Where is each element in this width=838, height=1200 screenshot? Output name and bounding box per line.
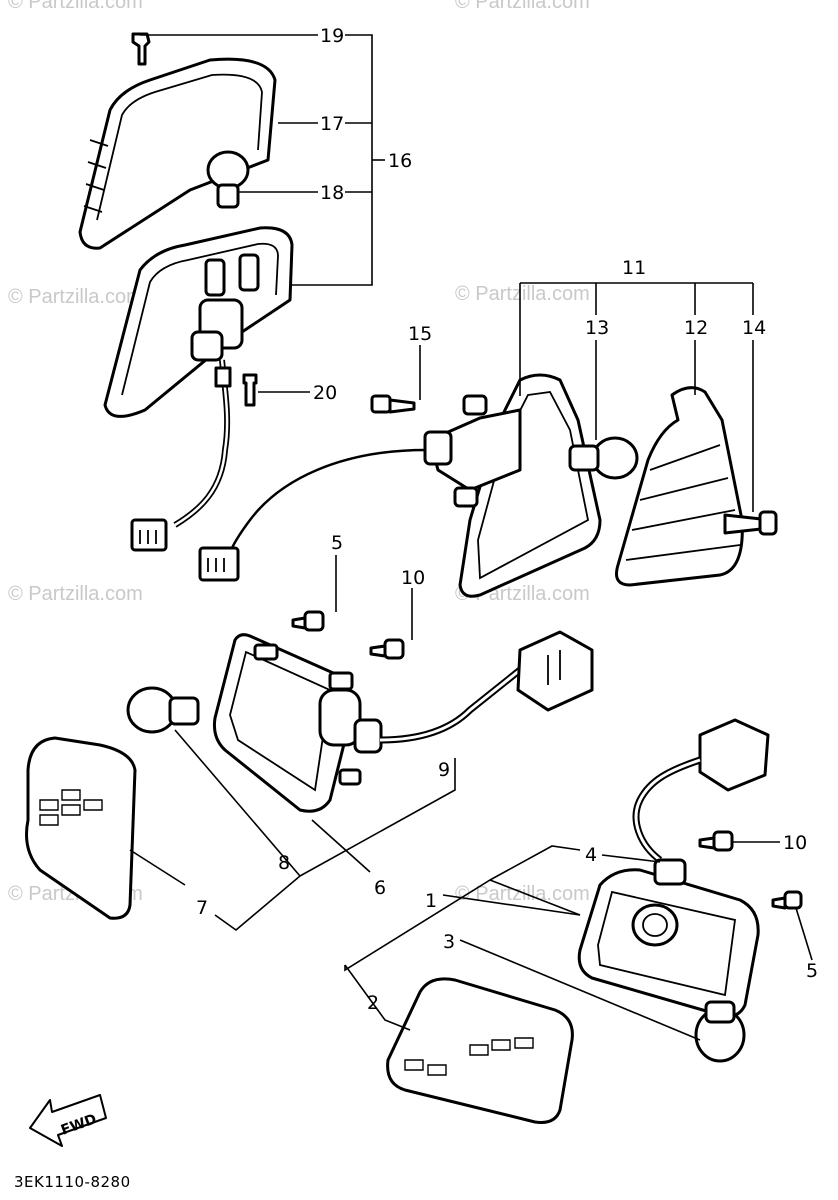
lens-12-drawing xyxy=(615,386,744,587)
front-flasher-assembly-left xyxy=(25,610,594,920)
label-6: 6 xyxy=(374,877,386,899)
label-14: 14 xyxy=(742,317,766,339)
watermark-3: © Partzilla.com xyxy=(8,583,143,605)
screw-19-drawing xyxy=(131,32,151,66)
label-17: 17 xyxy=(320,113,344,135)
label-10a: 10 xyxy=(401,567,425,589)
label-11: 11 xyxy=(622,257,646,279)
watermark-1: © Partzilla.com xyxy=(8,286,143,308)
lens-2-drawing xyxy=(386,977,574,1124)
watermark-7: © Partzilla.com xyxy=(8,0,143,13)
label-8: 8 xyxy=(278,852,290,874)
label-15: 15 xyxy=(408,323,432,345)
label-10b: 10 xyxy=(783,832,807,854)
label-2: 2 xyxy=(367,992,379,1014)
watermark-6: © Partzilla.com xyxy=(455,883,590,905)
label-16: 16 xyxy=(388,150,412,172)
label-20: 20 xyxy=(313,382,337,404)
label-7: 7 xyxy=(196,897,208,919)
diagram-code: 3EK1110-8280 xyxy=(14,1173,131,1191)
screw-20-drawing xyxy=(242,373,258,407)
screw-5b-drawing xyxy=(771,890,803,910)
screw-5a-drawing xyxy=(291,610,325,632)
body-1-drawing xyxy=(577,868,760,1018)
screw-10b-drawing xyxy=(698,830,734,852)
label-12: 12 xyxy=(684,317,708,339)
label-4: 4 xyxy=(585,844,597,866)
housing-13-drawing xyxy=(458,373,602,598)
watermark-2: © Partzilla.com xyxy=(455,283,590,305)
label-5a: 5 xyxy=(331,532,343,554)
bulb-3-drawing xyxy=(694,1000,746,1063)
bulb-18-drawing xyxy=(206,150,250,209)
socket-drawing xyxy=(190,253,260,362)
lens-17-drawing xyxy=(78,57,277,250)
screw-15-drawing xyxy=(370,394,416,414)
label-1: 1 xyxy=(425,890,437,912)
label-3: 3 xyxy=(443,931,455,953)
rear-flasher-assembly-right xyxy=(198,373,778,598)
front-flasher-assembly-right xyxy=(386,718,803,1124)
connector-front-right xyxy=(698,718,770,792)
label-13: 13 xyxy=(585,317,609,339)
label-9: 9 xyxy=(438,759,450,781)
leader-lines xyxy=(129,34,813,1041)
connector-front-left xyxy=(516,630,594,712)
connector-rear-left xyxy=(130,518,168,552)
screw-14-drawing xyxy=(723,510,778,536)
label-18: 18 xyxy=(320,182,344,204)
fwd-arrow-icon: FWD xyxy=(29,1094,107,1147)
connector-rear-right xyxy=(198,546,240,582)
bulb-13-drawing xyxy=(568,436,639,480)
part-labels: 19 17 16 18 20 11 13 12 14 15 5 10 9 8 6… xyxy=(196,25,818,1014)
label-5b: 5 xyxy=(806,960,818,982)
screw-10a-drawing xyxy=(369,638,405,660)
rear-flasher-assembly-left xyxy=(78,32,294,552)
watermark-8: © Partzilla.com xyxy=(455,0,590,13)
bulb-8-drawing xyxy=(126,686,200,734)
lens-7-drawing xyxy=(25,736,137,920)
label-19: 19 xyxy=(320,25,344,47)
